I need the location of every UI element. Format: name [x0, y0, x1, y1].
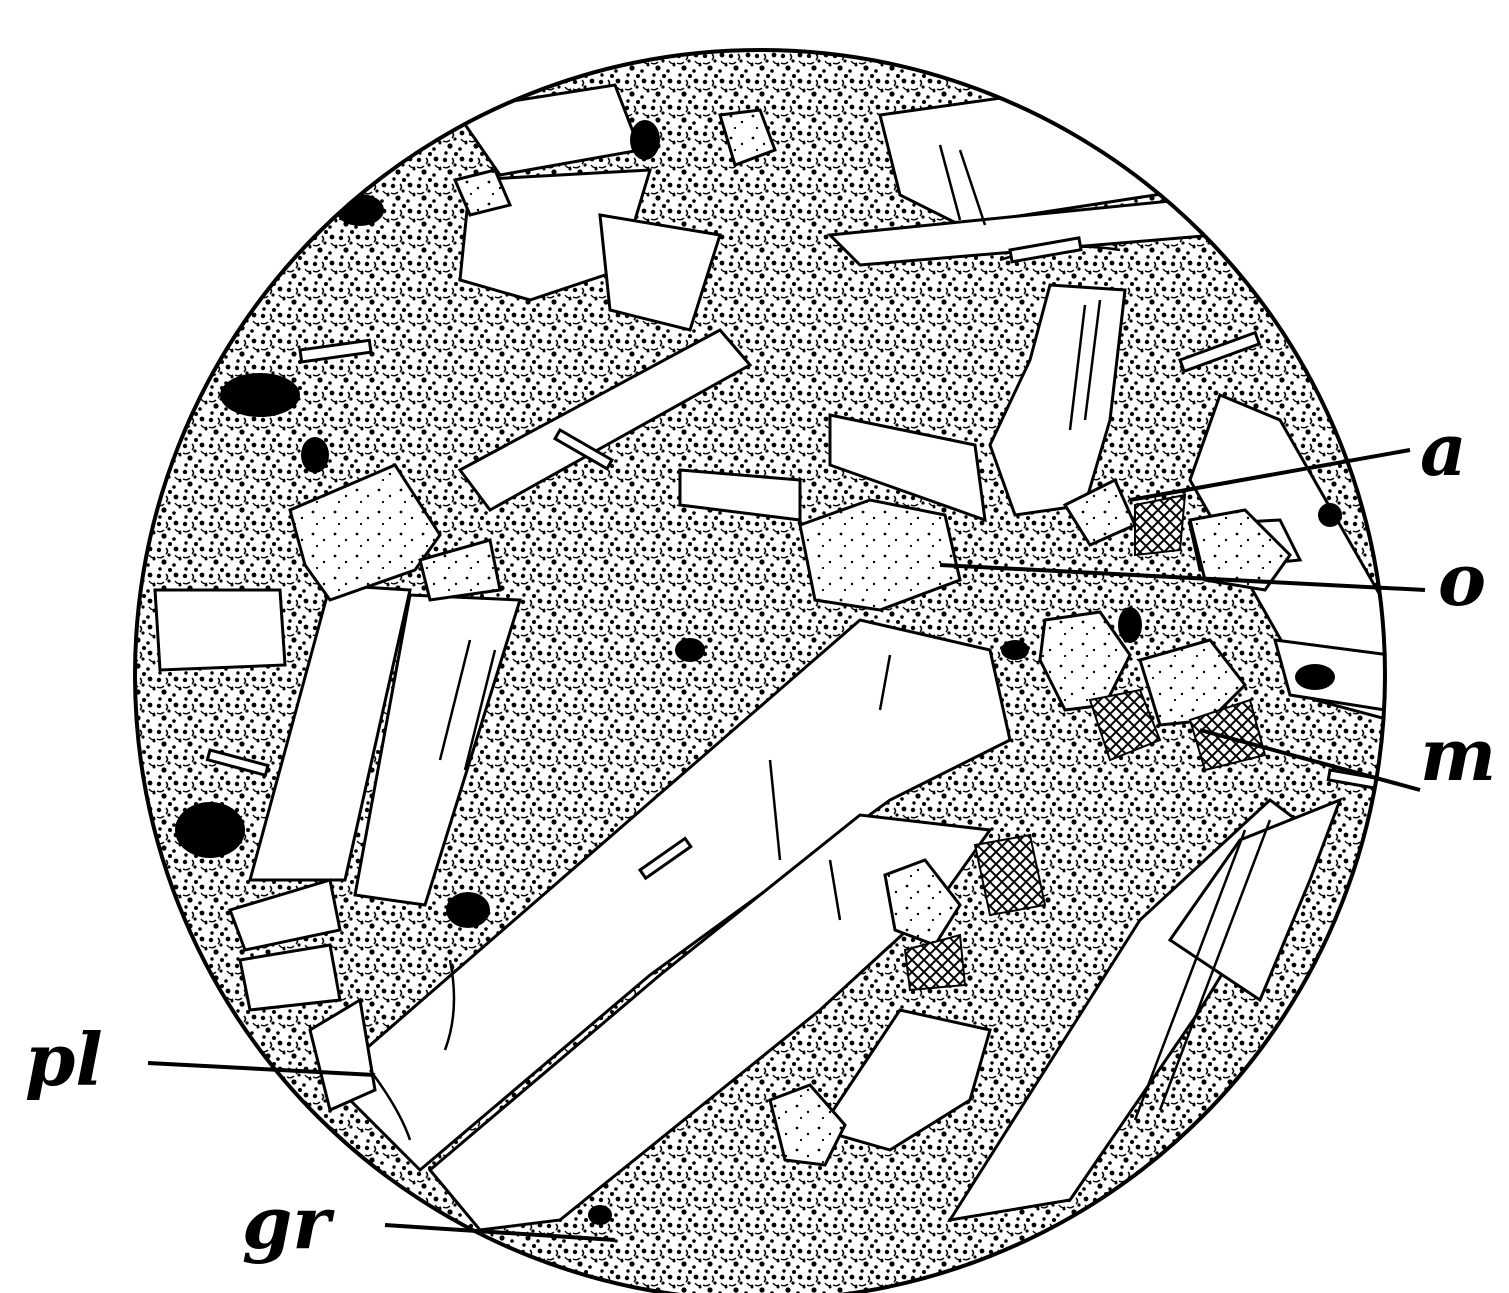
- label-pl: pl: [25, 1017, 103, 1102]
- label-o: o: [1438, 537, 1486, 622]
- label-a: a: [1420, 407, 1467, 492]
- label-gr: gr: [242, 1180, 335, 1265]
- label-m: m: [1420, 712, 1496, 797]
